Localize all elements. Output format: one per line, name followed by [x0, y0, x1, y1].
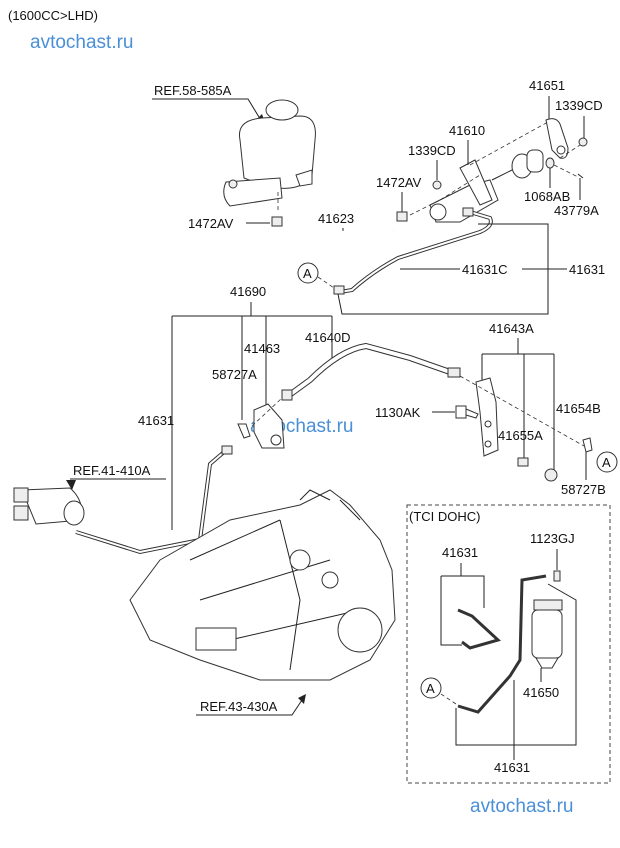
- hose-clamp-upper: [396, 211, 408, 222]
- marker-a-right: [596, 451, 618, 473]
- ref-transaxle-arrow: [298, 694, 306, 704]
- bracket-plate: [475, 377, 499, 457]
- inset-tci-dohc-box: [406, 504, 611, 784]
- inset-callout-41631-bottom[interactable]: 41631: [494, 760, 530, 775]
- reservoir-tank: [223, 99, 316, 212]
- callout-41631-left[interactable]: 41631: [138, 413, 174, 428]
- callout-43779a[interactable]: 43779A: [554, 203, 599, 218]
- callout-1130ak[interactable]: 1130AK: [375, 405, 421, 420]
- clip-58727a: [237, 423, 251, 439]
- marker-a-inset: [420, 677, 442, 699]
- callout-41654b[interactable]: 41654B: [556, 401, 601, 416]
- marker-a-top: [297, 262, 319, 284]
- washer-1068ab: [545, 157, 555, 169]
- callout-41655a[interactable]: 41655A: [498, 428, 543, 443]
- pin-43779a: [577, 173, 584, 179]
- hose-fitting-41640d: [281, 389, 293, 401]
- pipe-fitting-a: [333, 285, 345, 295]
- ref-release-cylinder-label[interactable]: REF.41-410A: [73, 463, 151, 478]
- ref-transaxle-leader: [196, 699, 303, 716]
- transaxle: [129, 489, 396, 681]
- callout-41643a[interactable]: 41643A: [489, 321, 534, 336]
- damper-41650: [531, 599, 563, 669]
- callout-41610[interactable]: 41610: [449, 123, 485, 138]
- hose-clamp-left: [271, 216, 283, 227]
- bracket-41643a: [481, 353, 555, 470]
- grommet-41654b: [544, 468, 558, 482]
- inset-callout-41650[interactable]: 41650: [523, 685, 559, 700]
- callout-1068ab[interactable]: 1068AB: [524, 189, 570, 204]
- bolt-1130ak: [455, 405, 479, 419]
- inset-callout-41631-top[interactable]: 41631: [442, 545, 478, 560]
- callout-41631-right[interactable]: 41631: [569, 262, 605, 277]
- marker-a-inset-label: A: [426, 681, 435, 696]
- hose-41640d: [286, 342, 451, 399]
- callout-41690[interactable]: 41690: [230, 284, 266, 299]
- callout-1472av-upper[interactable]: 1472AV: [376, 175, 422, 190]
- inset-pipe-short: [457, 608, 501, 650]
- inset-bracket-41631-top: [440, 575, 485, 646]
- callout-1339cd-right[interactable]: 1339CD: [555, 98, 603, 113]
- ref-release-cylinder-arrow: [66, 480, 76, 490]
- callout-41640d[interactable]: 41640D: [305, 330, 351, 345]
- ref-reservoir-leader: [152, 98, 263, 123]
- inset-callout-1123gj[interactable]: 1123GJ: [530, 531, 575, 546]
- clutch-master-cylinder: [409, 149, 544, 223]
- callout-1339cd-left[interactable]: 1339CD: [408, 143, 456, 158]
- clip-58727b: [582, 437, 593, 453]
- marker-a-top-label: A: [303, 266, 312, 281]
- callout-41623[interactable]: 41623: [318, 211, 354, 226]
- watermark-bottom: avtochast.ru: [470, 796, 574, 817]
- marker-a-right-label: A: [602, 455, 611, 470]
- release-cylinder: [13, 487, 85, 526]
- bushing-41655a: [517, 457, 529, 467]
- callout-41463[interactable]: 41463: [244, 341, 280, 356]
- bolt-1123gj: [553, 570, 561, 582]
- callout-58727a[interactable]: 58727A: [212, 367, 257, 382]
- callout-41651[interactable]: 41651: [529, 78, 565, 93]
- callout-41631c[interactable]: 41631C: [462, 262, 508, 277]
- inset-title: (TCI DOHC): [409, 509, 481, 524]
- callout-1472av-left[interactable]: 1472AV: [188, 216, 234, 231]
- nut-1339cd-right: [578, 137, 588, 147]
- bracket-41690: [171, 315, 333, 530]
- bracket-41631-right: [337, 223, 549, 315]
- inset-pipe-long: [457, 574, 547, 714]
- inset-bracket-41631-bottom: [455, 583, 577, 746]
- ref-reservoir-label[interactable]: REF.58-585A: [154, 83, 232, 98]
- nut-1339cd-left: [432, 180, 442, 190]
- watermark-top: avtochast.ru: [30, 32, 134, 53]
- ref-transaxle-label[interactable]: REF.43-430A: [200, 699, 278, 714]
- variant-label: (1600CC>LHD): [8, 8, 98, 23]
- callout-58727b[interactable]: 58727B: [561, 482, 606, 497]
